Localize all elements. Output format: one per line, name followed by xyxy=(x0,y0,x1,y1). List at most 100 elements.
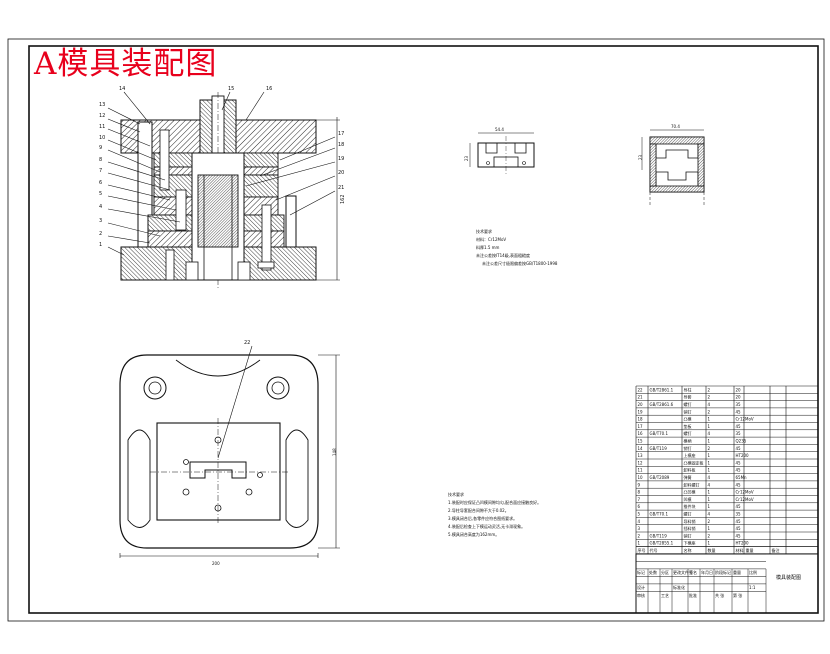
title-block-name: 模具装配图 xyxy=(776,574,801,581)
table-cell: 凸凹模 xyxy=(684,489,696,495)
note-line: 4.装配后检查上下模运动灵活,无卡滞现象。 xyxy=(448,523,525,529)
title-block-cell: 签名 xyxy=(689,569,697,575)
table-cell: 4 xyxy=(708,431,711,436)
dimension-label: 162 xyxy=(340,194,346,204)
table-cell: 4 xyxy=(708,402,711,407)
table-cell: 1 xyxy=(708,460,711,465)
dimension-label: 23 xyxy=(638,154,643,160)
table-cell: 1 xyxy=(708,504,711,509)
part-label: 10 xyxy=(99,135,105,141)
table-cell: 螺钉 xyxy=(684,511,692,517)
part-label: 5 xyxy=(99,191,102,197)
table-cell: 1 xyxy=(708,453,711,458)
plan-view xyxy=(119,345,340,558)
table-cell: 4 xyxy=(708,475,711,480)
title-block-cell: 第 张 xyxy=(733,592,742,598)
part-label: 19 xyxy=(338,156,344,162)
part-label: 17 xyxy=(338,131,344,137)
part-label: 4 xyxy=(99,204,102,210)
table-cell: 下模座 xyxy=(684,540,696,546)
table-cell: 45 xyxy=(736,424,742,429)
table-cell: 凹模 xyxy=(684,496,692,502)
title-block-cell: 处数 xyxy=(649,569,657,575)
outer-frame xyxy=(7,38,825,622)
table-cell: 1 xyxy=(708,490,711,495)
table-cell: GB/T2855.1 xyxy=(650,541,674,546)
table-cell: GB/T2861.1 xyxy=(650,387,674,392)
table-cell: 65Mn xyxy=(736,475,748,480)
table-cell: 导柱 xyxy=(684,386,692,392)
part-label: 13 xyxy=(99,102,105,108)
note-line: 1.装配时应保证凸凹模间隙均匀,配合面应接触良好。 xyxy=(448,499,541,505)
table-cell: 卸料板 xyxy=(684,467,696,473)
table-cell: 18 xyxy=(638,417,644,422)
table-cell: 15 xyxy=(638,439,644,444)
table-header-cell: 代号 xyxy=(650,547,658,553)
table-cell: Q235 xyxy=(736,439,747,444)
note-line: 2.导柱导套配合间隙不大于0.02。 xyxy=(448,507,509,513)
table-cell: 1 xyxy=(638,541,641,546)
table-cell: 45 xyxy=(736,409,742,414)
table-cell: GB/T70.1 xyxy=(650,512,669,517)
table-cell: 45 xyxy=(736,504,742,509)
table-cell: 35 xyxy=(736,431,742,436)
table-cell: 1 xyxy=(708,497,711,502)
table-cell: 45 xyxy=(736,519,742,524)
table-cell: 2 xyxy=(638,533,641,538)
table-cell: 螺钉 xyxy=(684,430,692,436)
dimension-label: 70.4 xyxy=(671,124,680,129)
note-line: 5.模具闭合高度为162mm。 xyxy=(448,531,499,537)
note-line: 3.模具闭合后,各零件应符合图纸要求。 xyxy=(448,515,517,521)
dimension-label: 54.4 xyxy=(495,127,504,132)
technical-notes-2: 技术要求 1.装配时应保证凸凹模间隙均匀,配合面应接触良好。 2.导柱导套配合间… xyxy=(448,491,541,537)
table-cell: 35 xyxy=(736,402,742,407)
table-cell: 3 xyxy=(638,526,641,531)
table-cell: 4 xyxy=(638,519,641,524)
title-block-cell: 标记 xyxy=(637,569,645,575)
title-block-cell: 设计 xyxy=(637,584,645,590)
table-cell: 导套 xyxy=(684,394,692,400)
part-label: 11 xyxy=(99,124,105,130)
table-cell: GB/T119 xyxy=(650,446,668,451)
table-cell: Cr12MoV xyxy=(736,497,754,502)
title-block: 标记处数分区更改文件号签名年月日设计标准化阶段标记重量比例审核工艺批准共 张第 … xyxy=(635,553,819,614)
table-cell: 1 xyxy=(708,439,711,444)
table-cell: HT200 xyxy=(736,541,750,546)
part-detail-b xyxy=(641,129,705,205)
table-cell: 弹簧 xyxy=(684,474,692,480)
table-header-cell: 材料 xyxy=(736,547,744,553)
table-cell: 卸料螺钉 xyxy=(684,481,700,487)
table-cell: 2 xyxy=(708,409,711,414)
table-cell: 4 xyxy=(708,482,711,487)
table-cell: 上模座 xyxy=(684,452,696,458)
dimension-label: 23 xyxy=(464,155,469,161)
table-cell: 5 xyxy=(638,512,641,517)
table-cell: 导料销 xyxy=(684,518,696,524)
table-cell: 1 xyxy=(708,541,711,546)
note-line: 料厚1.5 mm xyxy=(476,244,500,250)
part-label: 3 xyxy=(99,218,102,224)
assembly-section-view xyxy=(120,92,317,290)
title-block-cell: 1:1 xyxy=(749,585,756,590)
table-cell: 4 xyxy=(708,512,711,517)
table-cell: 12 xyxy=(638,460,644,465)
part-label: 20 xyxy=(338,170,344,176)
table-header-cell: 重量 xyxy=(746,547,754,553)
table-cell: 销钉 xyxy=(684,532,692,538)
table-header-cell: 备注 xyxy=(772,547,780,553)
table-cell: GB/T2861.6 xyxy=(650,402,674,407)
table-cell: 21 xyxy=(638,395,644,400)
drawing-title: A模具装配图 xyxy=(34,46,218,82)
table-cell: 14 xyxy=(638,446,644,451)
table-cell: 2 xyxy=(708,446,711,451)
title-block-cell: 年月日 xyxy=(701,569,713,575)
table-cell: 1 xyxy=(708,424,711,429)
title-block-cell: 批准 xyxy=(689,592,697,598)
table-cell: 45 xyxy=(736,460,742,465)
table-cell: 1 xyxy=(708,526,711,531)
table-cell: 20 xyxy=(638,402,644,407)
part-label: 6 xyxy=(99,180,102,186)
table-header-cell: 数量 xyxy=(708,547,716,553)
